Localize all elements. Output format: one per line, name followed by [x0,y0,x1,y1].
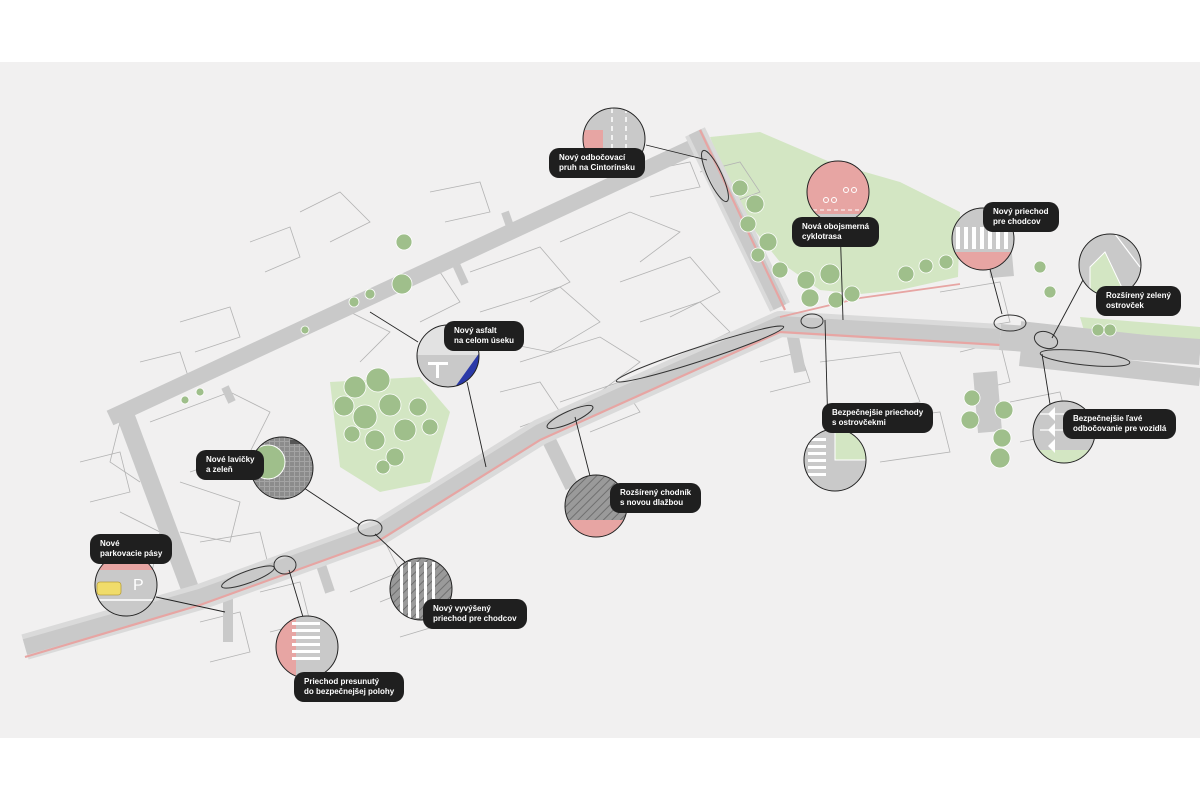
corridor-ellipse [615,325,785,383]
moved-crossing-ellipse [273,555,297,575]
trees [180,179,1117,475]
inset-parking: P [95,554,157,616]
map-canvas: P Nový odbočovací pruh na Cintorínsku No… [0,62,1200,738]
building-outlines [79,161,1071,663]
turn-lane-ellipse [701,149,729,203]
north-road [688,128,787,311]
callout-safer-crossings: Bezpečnejšie priechody s ostrovčekmi [822,403,934,433]
callout-bikeway: Nová obojsmerná cyklotrasa [792,217,880,247]
left-turn-ellipse [1039,349,1131,367]
callout-sidewalk: Rozšírený chodník s novou dlažbou [610,483,702,513]
island-ellipse [1033,330,1059,350]
corridor-road [22,316,1001,655]
street-plan-map: P [21,107,1200,679]
bench-ellipse [357,519,383,537]
sidewalk-ellipse [546,404,594,430]
callout-parking: Nové parkovacie pásy [90,534,173,564]
callout-moved-crossing: Priechod presunutý do bezpečnejšej poloh… [294,672,405,702]
callout-raised-crossing: Nový vyvýšený priechod pre chodcov [423,599,527,629]
callout-green-island: Rozšírený zelený ostrovček [1096,286,1181,316]
callout-asphalt: Nový asfalt na celom úseku [444,321,525,351]
east-road [999,324,1200,365]
corridor-bike-lane [24,330,1001,659]
crossing-ellipse [993,314,1027,332]
callout-left-turns: Bezpečnejšie ľavé odbočovanie pre vozidl… [1063,409,1177,439]
callout-turn-lane: Nový odbočovací pruh na Cintorínsku [549,148,645,178]
cemetery-bike-path [779,283,961,318]
highlight-ellipses [221,149,1131,589]
main-corridor [21,127,1200,660]
callout-new-crossing: Nový priechod pre chodcov [983,202,1059,232]
callout-benches: Nové lavičky a zeleň [196,450,265,480]
leader-lines [155,144,1084,618]
inset-moved-crossing [276,616,338,678]
inset-green-island [1079,234,1141,296]
bike-ellipse [800,313,824,329]
parking-p-marking: P [133,577,144,594]
